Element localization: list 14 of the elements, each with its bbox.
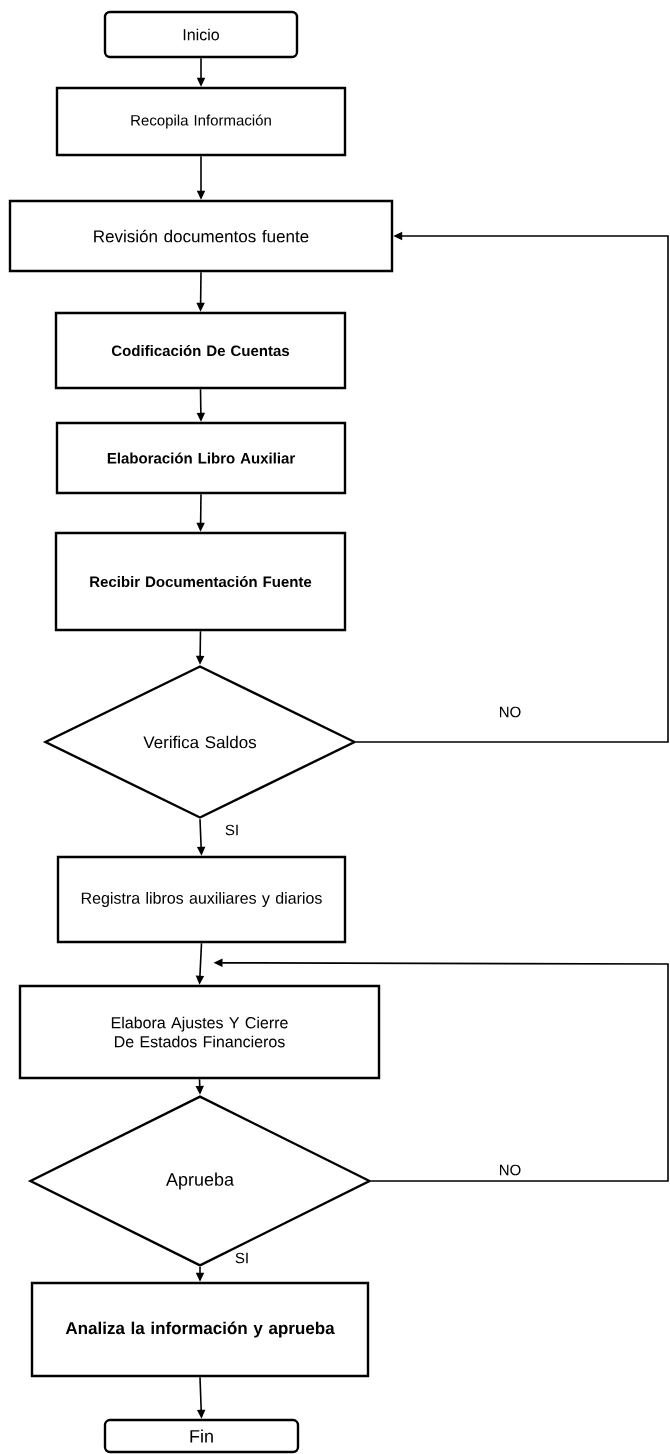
edge-label: SI [232,1250,252,1266]
edge-label: SI [222,822,242,838]
process-box: Registra libros auxiliares y diarios [56,855,347,944]
process-box: Elaboración Libro Auxiliar [55,421,347,495]
terminal-box: Fin [103,1418,300,1454]
process-box: Analiza la información y aprueba [30,1281,370,1378]
process-box: Recibir Documentación Fuente [54,531,347,632]
process-box: Recopila Información [55,86,347,157]
edge-label: NO [496,1162,524,1178]
terminal-box: Inicio [103,10,299,59]
process-box: Codificación De Cuentas [54,311,347,390]
process-box: Revisión documentos fuente [8,199,394,273]
edge-label: NO [496,704,524,720]
process-box: Elabora Ajustes Y Cierre De Estados Financieros [18,984,381,1080]
